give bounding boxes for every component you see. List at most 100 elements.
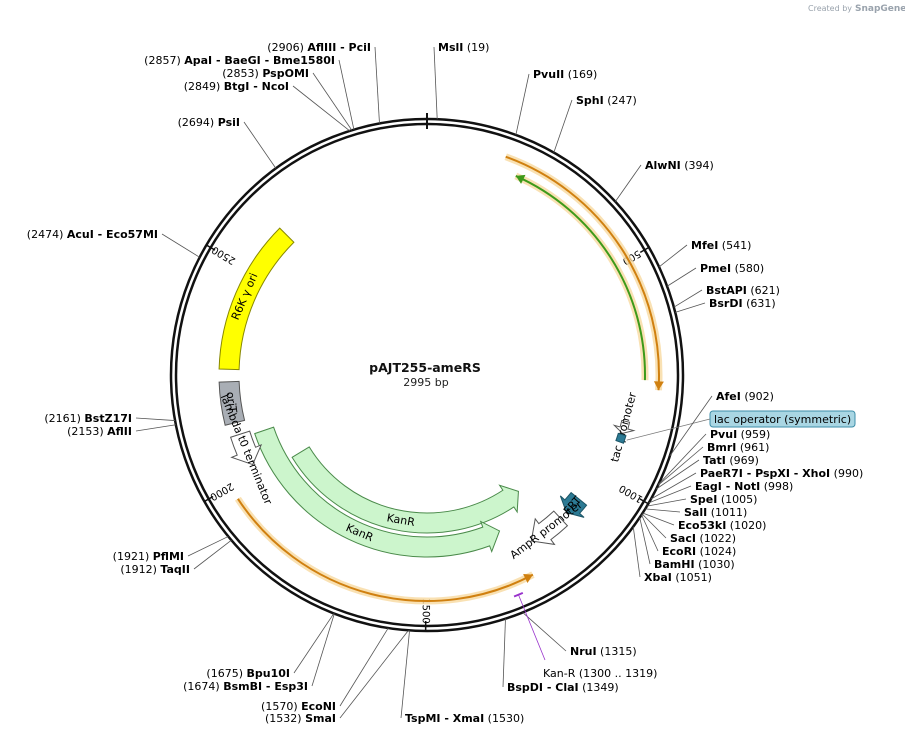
site-label-19[interactable]: BamHI (1030) [654, 558, 735, 571]
tick-label: 1500 [420, 598, 431, 624]
site-enzyme: BmrI [707, 441, 736, 454]
site-label-3[interactable]: AlwNI (394) [645, 159, 714, 172]
site-position: (169) [564, 68, 597, 81]
orf-arrowhead [523, 573, 533, 584]
site-enzyme: Eco53kI [678, 519, 726, 532]
site-enzyme: SpeI [690, 493, 717, 506]
site-label-4[interactable]: MfeI (541) [691, 239, 751, 252]
site-label-32[interactable]: (2474) AcuI - Eco57MI [27, 228, 158, 241]
site-position: (2474) [27, 228, 67, 241]
site-position: (902) [741, 390, 774, 403]
credit-text: Created by [808, 4, 852, 13]
site-label-10[interactable]: BmrI (961) [707, 441, 769, 454]
site-label-31[interactable]: (2153) AflII [67, 425, 132, 438]
site-label-2[interactable]: SphI (247) [576, 94, 637, 107]
site-label-25[interactable]: (1570) EcoNI [261, 700, 336, 713]
site-leader [502, 618, 506, 688]
site-label-26[interactable]: (1674) BsmBI - Esp3I [183, 680, 308, 693]
site-leader [400, 630, 410, 719]
site-label-34[interactable]: (2849) BtgI - NcoI [184, 80, 289, 93]
feature-0[interactable] [218, 227, 295, 371]
site-label-36[interactable]: (2857) ApaI - BaeGI - Bme1580I [144, 54, 335, 67]
site-enzyme: BsrDI [709, 297, 743, 310]
feature-8[interactable] [229, 430, 263, 466]
site-position: (1530) [484, 712, 524, 725]
site-enzyme: AlwNI [645, 159, 681, 172]
site-enzyme: BspDI - ClaI [507, 681, 579, 694]
site-enzyme: BstAPI [706, 284, 747, 297]
site-label-6[interactable]: BstAPI (621) [706, 284, 780, 297]
site-label-20[interactable]: XbaI (1051) [644, 571, 712, 584]
site-enzyme: PmeI [700, 262, 731, 275]
site-position: (631) [743, 297, 776, 310]
site-label-30[interactable]: (2161) BstZ17I [44, 412, 132, 425]
site-leader [433, 46, 438, 120]
site-label-21[interactable]: NruI (1315) [570, 645, 637, 658]
feature-6[interactable] [291, 446, 519, 534]
site-position: (1030) [695, 558, 735, 571]
site-label-13[interactable]: EagI - NotI (998) [695, 480, 793, 493]
site-enzyme: PvuI [710, 428, 737, 441]
site-label-12[interactable]: PaeR7I - PspXI - XhoI (990) [700, 467, 863, 480]
site-enzyme: TspMI - XmaI [405, 712, 484, 725]
tick-mark [639, 246, 650, 254]
site-label-0[interactable]: MslI (19) [438, 41, 489, 54]
site-position: (961) [736, 441, 769, 454]
site-label-37[interactable]: (2906) AflIII - PciI [267, 41, 371, 54]
site-position: (394) [681, 159, 714, 172]
site-enzyme: PspOMI [262, 67, 309, 80]
site-leader [639, 517, 651, 565]
site-label-35[interactable]: (2853) PspOMI [222, 67, 309, 80]
site-label-18[interactable]: EcoRI (1024) [662, 545, 736, 558]
feature-label: oriT [224, 391, 240, 414]
feature-2[interactable] [612, 419, 636, 434]
tick-mark [204, 495, 214, 503]
site-position: (1315) [597, 645, 637, 658]
primer-layer: Kan-R (1300 .. 1319) [513, 591, 657, 680]
feature-4[interactable] [559, 491, 588, 518]
site-label-15[interactable]: SalI (1011) [684, 506, 747, 519]
site-leader [648, 485, 692, 504]
site-enzyme: TaqII [160, 563, 190, 576]
site-label-9[interactable]: PvuI (959) [710, 428, 770, 441]
site-leader [614, 164, 642, 202]
site-enzyme: EagI - NotI [695, 480, 760, 493]
site-enzyme: AflII [107, 425, 132, 438]
site-label-33[interactable]: (2694) PsiI [178, 116, 240, 129]
site-leader [135, 424, 176, 432]
site-enzyme: PvuII [533, 68, 564, 81]
site-leader [650, 472, 697, 500]
feature-3[interactable] [615, 432, 627, 444]
site-label-29[interactable]: (1921) PflMI [113, 550, 184, 563]
primer-arc [513, 591, 524, 598]
orf-line [505, 155, 660, 391]
site-label-8[interactable]: AfeI (902) [716, 390, 774, 403]
site-position: (580) [731, 262, 764, 275]
site-label-28[interactable]: (1912) TaqII [120, 563, 190, 576]
feature-1[interactable] [218, 380, 246, 426]
feature-5[interactable] [530, 510, 569, 546]
site-enzyme: PsiI [218, 116, 240, 129]
site-label-11[interactable]: TatI (969) [703, 454, 759, 467]
site-position: (1020) [726, 519, 766, 532]
site-position: (998) [760, 480, 793, 493]
site-enzyme: ApaI - BaeGI - Bme1580I [184, 54, 335, 67]
primer-label[interactable]: Kan-R (1300 .. 1319) [543, 667, 657, 680]
site-label-17[interactable]: SacI (1022) [670, 532, 736, 545]
site-label-5[interactable]: PmeI (580) [700, 262, 764, 275]
site-label-27[interactable]: (1675) Bpu10I [206, 667, 290, 680]
site-position: (959) [737, 428, 770, 441]
site-label-7[interactable]: BsrDI (631) [709, 297, 776, 310]
site-label-22[interactable]: BspDI - ClaI (1349) [507, 681, 619, 694]
site-position: (2849) [184, 80, 224, 93]
orf-arrowhead [515, 174, 526, 184]
site-position: (1011) [707, 506, 747, 519]
site-label-24[interactable]: (1532) SmaI [265, 712, 336, 725]
site-position: (1674) [183, 680, 223, 693]
site-label-14[interactable]: SpeI (1005) [690, 493, 757, 506]
site-label-1[interactable]: PvuII (169) [533, 68, 597, 81]
site-label-23[interactable]: TspMI - XmaI (1530) [405, 712, 524, 725]
feature-7[interactable] [254, 426, 501, 558]
site-label-16[interactable]: Eco53kI (1020) [678, 519, 766, 532]
